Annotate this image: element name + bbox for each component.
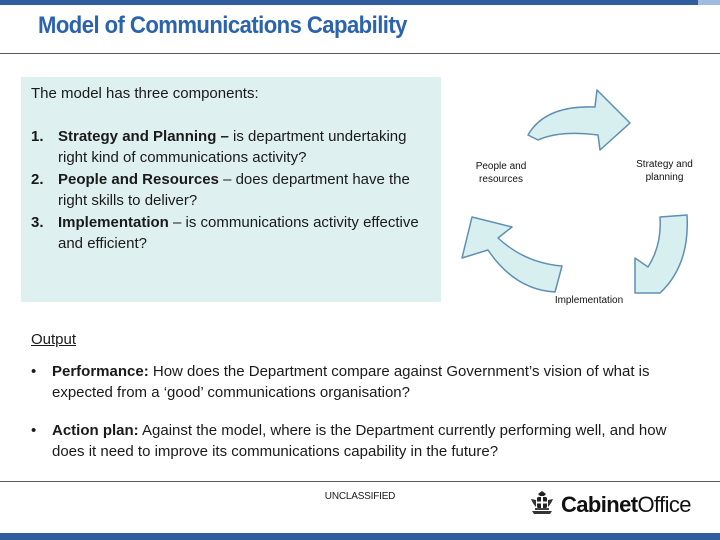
top-accent-bar [0,0,720,5]
bullet-dot: • [31,363,37,380]
component-item: 3. Implementation – is communications ac… [31,212,433,255]
bullet-text: Performance: How does the Department com… [31,361,681,403]
component-description: – does department have the right skills … [58,170,410,210]
component-name: Implementation [58,213,169,231]
component-name: People and Resources [58,170,219,188]
component-number: 1. [31,127,44,145]
output-bullet-action-plan: • Action plan: Against the model, where … [31,420,681,462]
footer-divider [0,481,720,482]
bullet-body: Against the model, where is the Departme… [52,422,667,460]
cycle-diagram: Strategy and planning People and resourc… [450,80,720,310]
component-list: 1. Strategy and Planning – is department… [31,126,433,255]
logo-wordmark: CabinetOffice [561,492,692,517]
bottom-accent-bar [0,533,720,540]
output-heading: Output [31,331,77,348]
component-number: 3. [31,213,44,231]
cycle-arrow-bottom-left [461,216,563,293]
bullet-lead: Performance: [52,363,149,380]
component-item: 2. People and Resources – does departmen… [31,169,433,212]
cabinet-office-logo: CabinetOffice [528,490,693,520]
royal-crest-icon [531,491,553,514]
cycle-arrows [461,89,689,294]
output-bullet-performance: • Performance: How does the Department c… [31,361,681,403]
bullet-text: Action plan: Against the model, where is… [31,420,681,462]
component-description: – is communications activity effective a… [58,213,419,253]
model-intro: The model has three components: [31,85,259,102]
model-components-box: The model has three components: 1. Strat… [21,77,441,302]
title-divider [0,53,720,54]
cycle-arrow-top [527,89,631,151]
cycle-label-people: People and resources [475,161,527,185]
cycle-label-implementation: Implementation [554,295,624,306]
top-accent-bar-end [698,0,720,5]
classification-label: UNCLASSIFIED [324,491,396,502]
slide-title: Model of Communications Capability [38,12,407,39]
component-description: is department undertaking right kind of … [58,127,407,167]
bullet-lead: Action plan: [52,422,139,439]
component-item: 1. Strategy and Planning – is department… [31,126,433,169]
cycle-arrow-right [634,214,689,294]
bullet-dot: • [31,422,37,439]
bullet-body: How does the Department compare against … [52,363,650,401]
cycle-label-strategy: Strategy and planning [636,159,693,183]
component-name: Strategy and Planning – [58,127,229,145]
component-number: 2. [31,170,44,188]
